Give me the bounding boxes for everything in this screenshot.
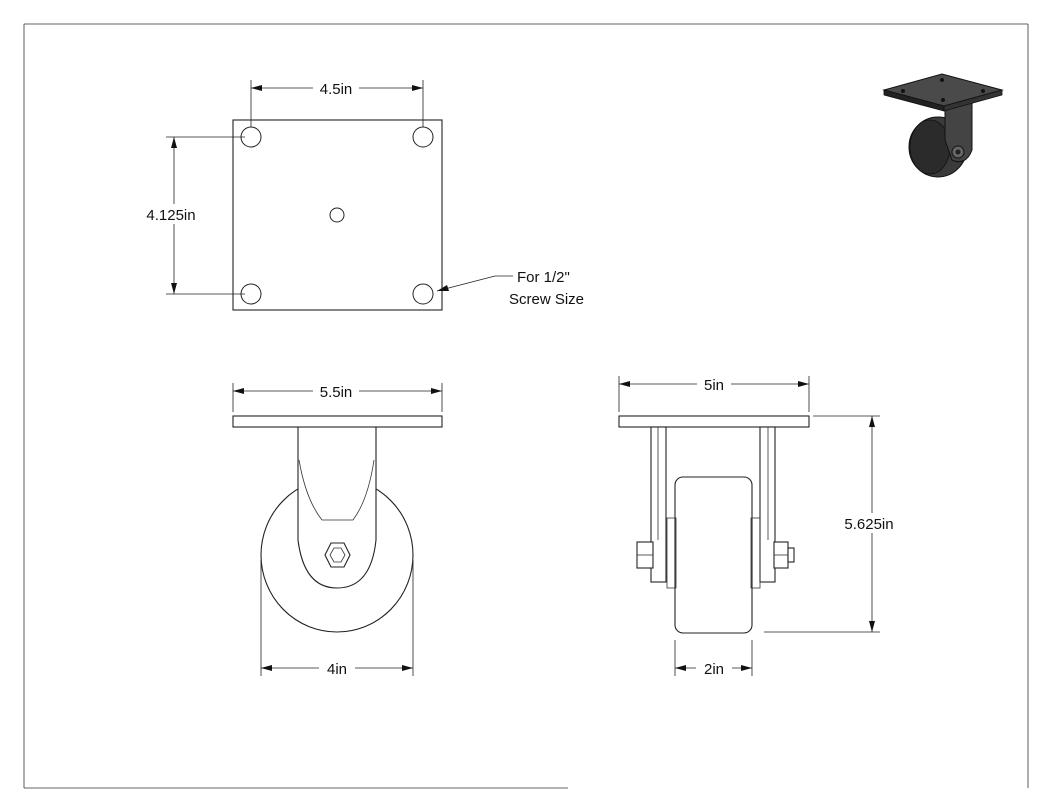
- dim-hole-width: 4.5in: [250, 78, 424, 127]
- mounting-plate-top: [232, 119, 443, 311]
- dim-front-plate-width: 5.5in: [232, 381, 443, 412]
- dim-label-5-625in: 5.625in: [844, 516, 893, 533]
- dim-hole-height: 4.125in: [140, 136, 245, 295]
- fork-leg-right: [759, 426, 776, 583]
- mounting-plate-front: [232, 415, 443, 428]
- mounting-plate-side: [618, 415, 810, 428]
- callout-line-1: For 1/2": [517, 269, 570, 286]
- dim-label-5in: 5in: [704, 377, 724, 394]
- callout-line-2: Screw Size: [509, 291, 584, 308]
- bolt-hole-br: [412, 283, 434, 305]
- drawing-frame: [23, 23, 1029, 789]
- dim-label-4-5in: 4.5in: [320, 81, 353, 98]
- fork-leg-left: [650, 426, 667, 583]
- fork-front: [297, 426, 377, 589]
- side-view: 5in 5.625in 2in: [618, 374, 900, 678]
- screw-callout: For 1/2" Screw Size: [436, 269, 584, 308]
- fork-edge-front: [298, 459, 375, 521]
- axle-bolt-end: [787, 547, 795, 563]
- dim-wheel-width: 2in: [674, 640, 753, 678]
- dim-label-4in: 4in: [327, 661, 347, 678]
- front-view: 5.5in 4in: [232, 381, 443, 678]
- dim-label-5-5in: 5.5in: [320, 384, 353, 401]
- dim-label-2in: 2in: [704, 661, 724, 678]
- top-view: 4.5in 4.125in For 1/2" Screw Size: [140, 78, 584, 311]
- wheel-side: [674, 476, 753, 634]
- caster-3d-thumbnail: [882, 73, 1004, 178]
- dim-wheel-diameter: 4in: [260, 560, 414, 678]
- dim-label-4-125in: 4.125in: [146, 207, 195, 224]
- dim-overall-height: 5.625in: [764, 415, 900, 633]
- center-hole: [329, 207, 345, 223]
- axle-nut-front: [324, 542, 351, 568]
- dim-side-plate-width: 5in: [618, 374, 810, 412]
